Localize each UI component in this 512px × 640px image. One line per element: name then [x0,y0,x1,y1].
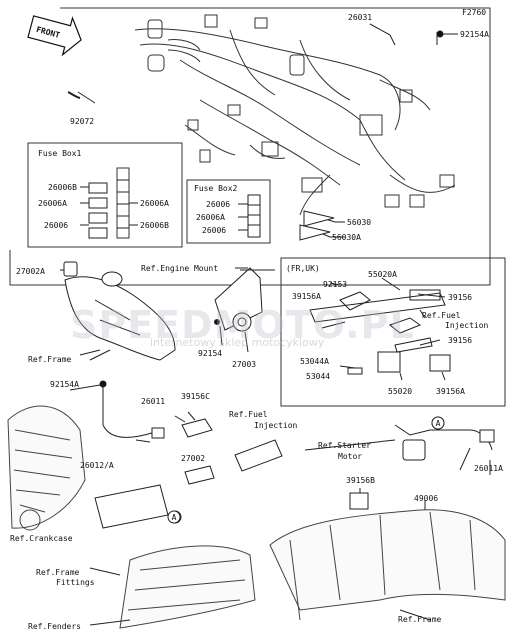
ref-fuel-injection-1b: Injection [445,321,489,330]
ref-fenders: Ref.Fenders [28,622,81,631]
part-26011: 26011 [141,397,166,406]
part-26006-left: 26006 [44,221,69,230]
fuse-box1-title: Fuse Box1 [38,149,82,158]
crankcase-drawing [7,405,86,531]
ref-starter-motor-b: Motor [338,452,363,461]
bracket-drawing [214,267,263,353]
ref-frame-fittings-a: Ref.Frame [36,568,80,577]
part-92154A-top: 92154A [460,30,489,39]
fr-uk-title: (FR,UK) [286,264,320,273]
part-26006A-left: 26006A [38,199,67,208]
frame-left-drawing [60,261,176,361]
part-56030A: 56030A [332,233,361,242]
part-27002A: 27002A [16,267,45,276]
part-56030: 56030 [347,218,372,227]
part-92154: 92154 [198,349,223,358]
part-55020: 55020 [388,387,413,396]
part-53044A: 53044A [300,357,329,366]
part-92153: 92153 [323,280,348,289]
part-55020A: 55020A [368,270,397,279]
part-39156C: 39156C [181,392,210,401]
ref-starter-motor-a: Ref.Starter [318,441,371,450]
fr-uk-box-drawing [280,257,506,407]
fuse-box2-26006: 26006 [206,200,231,209]
part-39156-a: 39156 [448,293,473,302]
part-92154A-mid: 92154A [50,380,79,389]
fuse-box2-title: Fuse Box2 [194,184,238,193]
part-26006B-right: 26006B [140,221,169,230]
part-27002: 27002 [181,454,206,463]
ref-fuel-injection-1a: Ref.Fuel [422,311,461,320]
part-39156-b: 39156 [448,336,473,345]
fuse-box2-drawing [186,179,271,244]
ref-fuel-injection-2a: Ref.Fuel [229,410,268,419]
marker-a-left: A [171,513,177,522]
ref-engine-mount: Ref.Engine Mount [141,264,219,273]
ref-frame-fittings-b: Fittings [56,578,95,587]
fuse-box2-26006A: 26006A [196,213,225,222]
rear-frame-drawing [119,509,506,629]
lower-parts-drawing [94,380,495,542]
main-harness-drawing [134,14,456,216]
part-53044: 53044 [306,372,331,381]
front-arrow-icon [27,15,82,57]
part-39156B: 39156B [346,476,375,485]
part-39156A-a: 39156A [292,292,321,301]
ref-crankcase: Ref.Crankcase [10,534,73,543]
fuse-box1-drawing [27,142,183,248]
figure-code: F2760 [462,8,487,17]
part-26011A: 26011A [474,464,503,473]
part-92072: 92072 [70,117,95,126]
part-26012A: 26012/A [80,461,114,470]
part-26031: 26031 [348,13,373,22]
part-26006B-left: 26006B [48,183,77,192]
ref-fuel-injection-2b: Injection [254,421,298,430]
ref-frame-bottom: Ref.Frame [398,615,442,624]
part-39156A-b: 39156A [436,387,465,396]
ref-frame-left: Ref.Frame [28,355,72,364]
marker-a-right: A [435,419,441,428]
part-49006: 49006 [414,494,439,503]
part-26006A-right: 26006A [140,199,169,208]
fuse-box2-26006-b: 26006 [202,226,227,235]
part-27003: 27003 [232,360,257,369]
